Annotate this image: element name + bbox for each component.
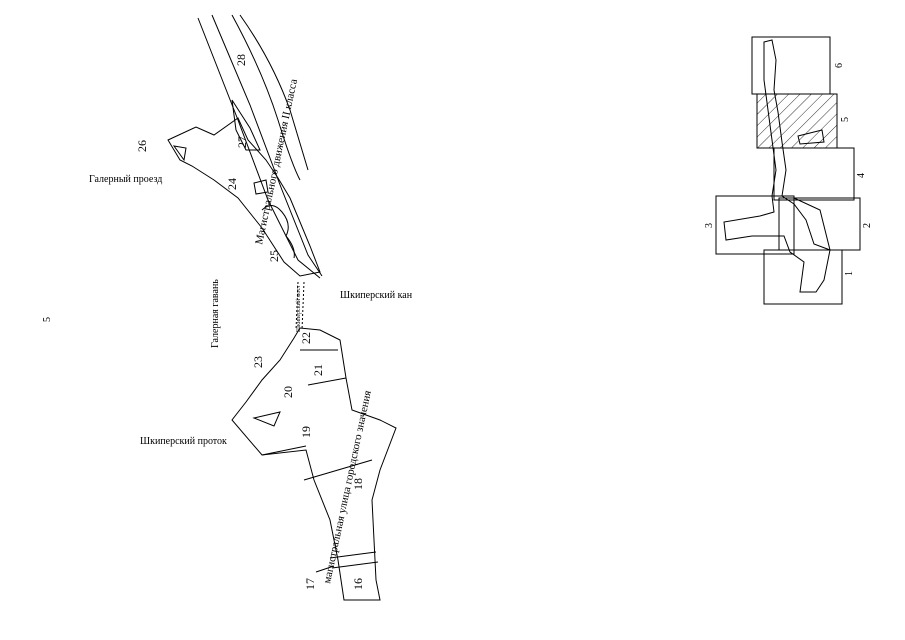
parcel-label: 17 (303, 578, 317, 590)
upper-road-section (167, 14, 323, 279)
place-shkipersky-kanal: Шкиперский кан (340, 290, 413, 301)
parcel-label: 21 (311, 364, 325, 376)
parcel-label: 19 (299, 426, 313, 438)
parcel-label: 20 (281, 386, 295, 398)
place-galernaya-gavan: Галерная гавань (210, 279, 221, 348)
index-label-1: 1 (844, 271, 855, 276)
bridge-label: Шкиперский мост (295, 285, 302, 332)
index-label-4: 4 (856, 173, 867, 178)
shkipersky-bridge (295, 281, 305, 331)
index-sheet-2 (778, 197, 861, 251)
index-label-6: 6 (834, 63, 845, 68)
parcel-label: 26 (135, 140, 149, 152)
place-shkipersky-protok: Шкиперский проток (140, 436, 227, 447)
lower-road-section (231, 327, 397, 601)
index-label-5: 5 (840, 117, 851, 122)
index-sheet-1 (763, 249, 843, 305)
index-label-2: 2 (862, 223, 873, 228)
place-galerny-proezd: Галерный проезд (89, 174, 162, 185)
sheet-number: 5 (42, 317, 53, 322)
parcel-label: 27 (235, 136, 249, 148)
parcel-label: 16 (351, 578, 365, 590)
parcel-label: 28 (234, 54, 248, 66)
parcel-24-outline (167, 117, 321, 277)
parcel-label: 22 (299, 332, 313, 344)
index-sheet-4 (773, 147, 855, 201)
index-map (715, 36, 861, 305)
street-label-upper: Магистрального движения II класса (253, 78, 300, 246)
index-label-3: 3 (704, 223, 715, 228)
parcel-label: 25 (267, 250, 281, 262)
parcel-label: 24 (225, 178, 239, 190)
parcel-label: 23 (251, 356, 265, 368)
index-sheet-3 (715, 195, 795, 255)
parcel-label: 18 (351, 478, 365, 490)
lower-parcels-outline (231, 327, 397, 601)
